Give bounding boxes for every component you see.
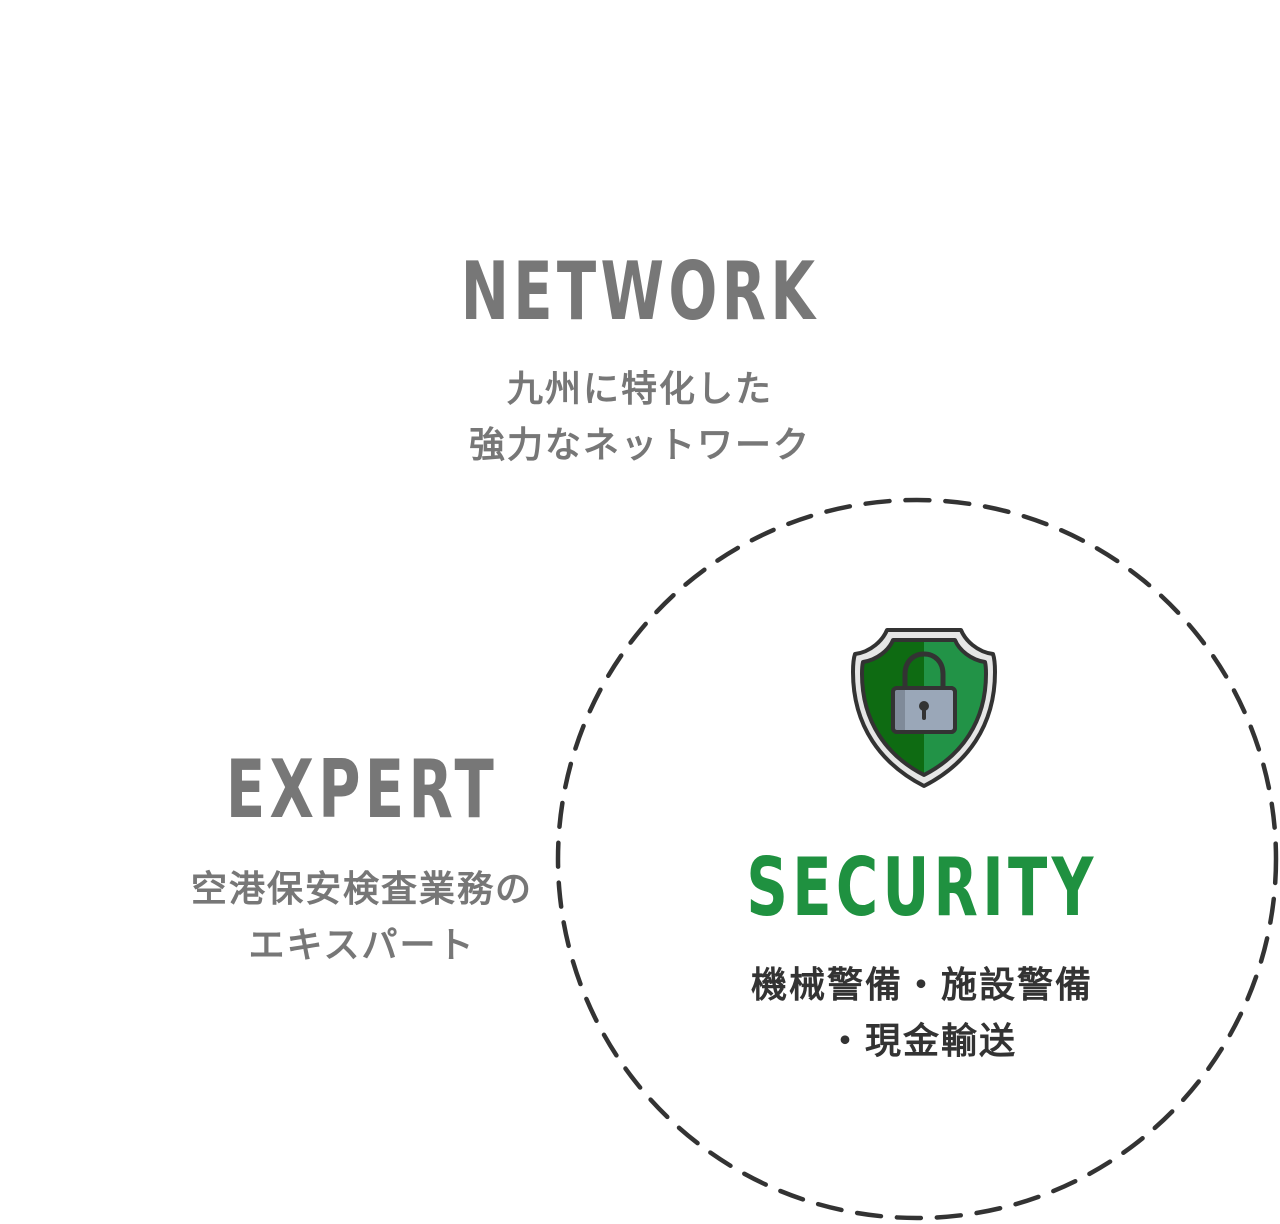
- expert-title: EXPERT: [225, 743, 499, 836]
- network-description: 九州に特化した 強力なネットワーク: [340, 362, 940, 474]
- network-description-line-1: 九州に特化した: [506, 369, 773, 410]
- security-description-line-2: ・現金輸送: [826, 1021, 1017, 1062]
- shield-lock-icon: [851, 628, 997, 788]
- security-description-line-1: 機械警備・施設警備: [750, 965, 1093, 1006]
- security-description: 機械警備・施設警備 ・現金輸送: [622, 958, 1222, 1070]
- network-description-line-2: 強力なネットワーク: [468, 425, 811, 466]
- expert-description-line-1: 空港保安検査業務の: [190, 869, 533, 910]
- security-title: SECURITY: [746, 841, 1098, 934]
- expert-description-line-2: エキスパート: [248, 925, 476, 966]
- network-title: NETWORK: [460, 245, 820, 338]
- expert-description: 空港保安検査業務の エキスパート: [112, 862, 612, 974]
